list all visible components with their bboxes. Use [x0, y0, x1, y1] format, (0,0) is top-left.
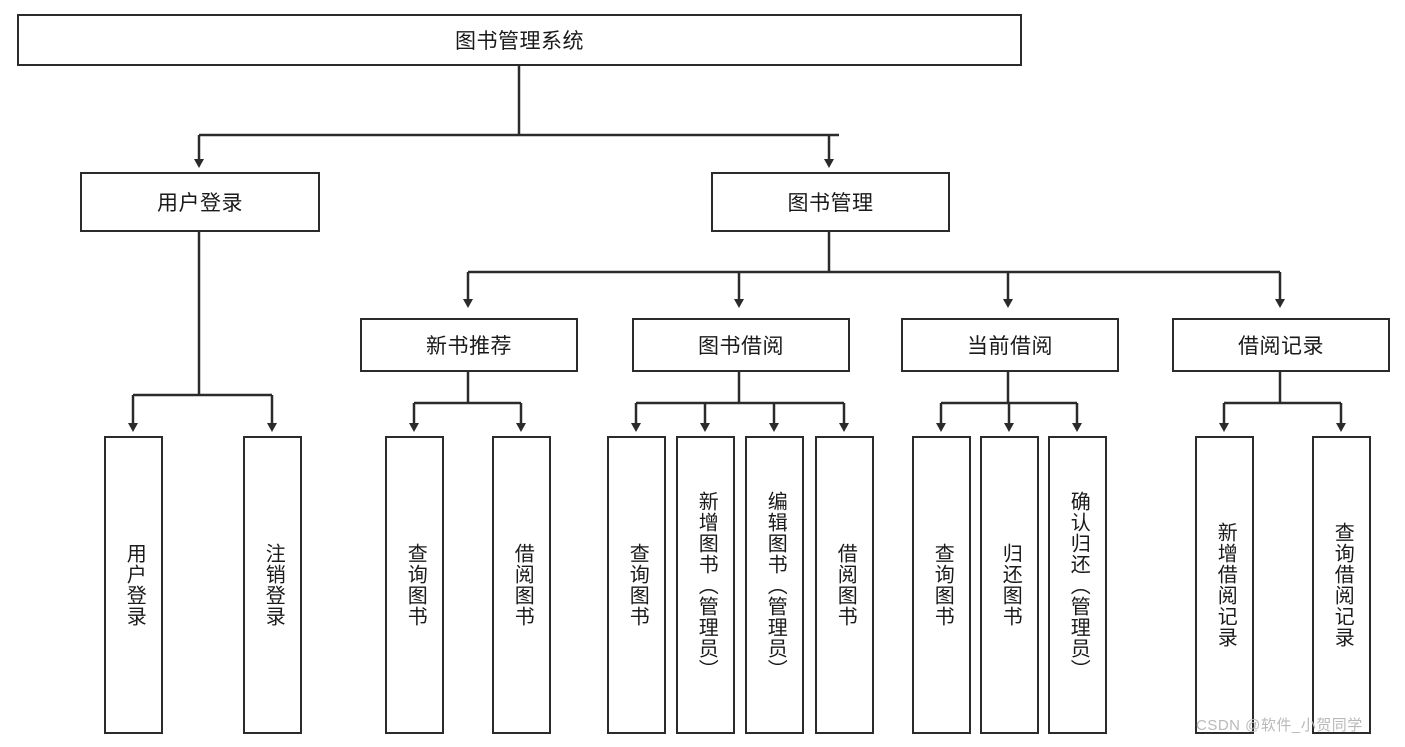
node-root[interactable]: 图书管理系统 — [17, 14, 1022, 66]
node-book-borrow-label: 图书借阅 — [698, 335, 784, 358]
leaf-query-book-borrow[interactable]: 查询图书 — [607, 436, 666, 734]
leaf-query-book-current-label: 查询图书 — [931, 543, 954, 627]
leaf-confirm-return-admin[interactable]: 确认归还（管理员） — [1048, 436, 1107, 734]
leaf-query-book-borrow-label: 查询图书 — [626, 543, 649, 627]
leaf-edit-book-admin-label: 编辑图书（管理员） — [764, 490, 787, 680]
leaf-add-borrow-record-label: 新增借阅记录 — [1214, 522, 1237, 648]
edge-current-to-leaves — [936, 372, 1082, 432]
node-book-borrow[interactable]: 图书借阅 — [632, 318, 850, 372]
csdn-watermark: CSDN @软件_小贺同学 — [1196, 717, 1363, 734]
node-new-book-recommend-label: 新书推荐 — [426, 335, 512, 358]
node-user-login[interactable]: 用户登录 — [80, 172, 320, 232]
edge-records-to-leaves — [1219, 372, 1346, 432]
leaf-query-borrow-record-label: 查询借阅记录 — [1331, 522, 1354, 648]
node-user-login-label: 用户登录 — [157, 192, 243, 215]
leaf-borrow-book-borrow[interactable]: 借阅图书 — [815, 436, 874, 734]
node-borrow-records-label: 借阅记录 — [1238, 335, 1324, 358]
node-current-borrow[interactable]: 当前借阅 — [901, 318, 1119, 372]
node-root-label: 图书管理系统 — [455, 30, 584, 53]
leaf-borrow-book-newbook[interactable]: 借阅图书 — [492, 436, 551, 734]
leaf-user-login[interactable]: 用户登录 — [104, 436, 163, 734]
leaf-query-book-current[interactable]: 查询图书 — [912, 436, 971, 734]
leaf-query-book-newbook-label: 查询图书 — [404, 543, 427, 627]
leaf-query-borrow-record[interactable]: 查询借阅记录 — [1312, 436, 1371, 734]
edge-bookmgmt-to-level3 — [463, 232, 1285, 308]
leaf-add-book-admin-label: 新增图书（管理员） — [695, 490, 718, 680]
node-current-borrow-label: 当前借阅 — [967, 335, 1053, 358]
leaf-confirm-return-admin-label: 确认归还（管理员） — [1067, 490, 1090, 680]
node-book-management-label: 图书管理 — [787, 192, 874, 215]
leaf-query-book-newbook[interactable]: 查询图书 — [385, 436, 444, 734]
edge-newbook-to-leaves — [409, 372, 526, 432]
leaf-logout-label: 注销登录 — [262, 543, 285, 627]
leaf-add-book-admin[interactable]: 新增图书（管理员） — [676, 436, 735, 734]
leaf-return-book-label: 归还图书 — [999, 543, 1022, 627]
node-book-management[interactable]: 图书管理 — [711, 172, 950, 232]
leaf-borrow-book-borrow-label: 借阅图书 — [834, 543, 857, 627]
node-new-book-recommend[interactable]: 新书推荐 — [360, 318, 578, 372]
leaf-return-book[interactable]: 归还图书 — [980, 436, 1039, 734]
leaf-add-borrow-record[interactable]: 新增借阅记录 — [1195, 436, 1254, 734]
leaf-logout[interactable]: 注销登录 — [243, 436, 302, 734]
edge-userlogin-to-leaves — [128, 232, 277, 432]
edge-borrow-to-leaves — [631, 372, 849, 432]
leaf-edit-book-admin[interactable]: 编辑图书（管理员） — [745, 436, 804, 734]
leaf-user-login-label: 用户登录 — [123, 543, 146, 627]
leaf-borrow-book-newbook-label: 借阅图书 — [511, 543, 534, 627]
edge-root-to-level2 — [194, 66, 839, 168]
node-borrow-records[interactable]: 借阅记录 — [1172, 318, 1390, 372]
